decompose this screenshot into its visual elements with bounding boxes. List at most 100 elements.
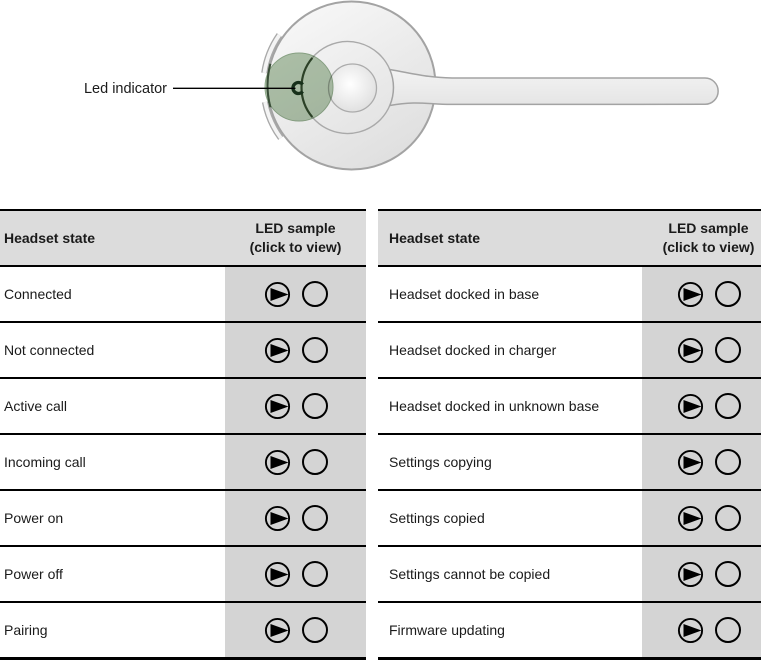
state-cell: Firmware updating	[378, 603, 642, 657]
play-icon	[677, 505, 703, 531]
earcup-edge-dark	[266, 63, 272, 108]
led-sample-cell	[225, 379, 366, 433]
led-sample-circle[interactable]	[714, 449, 741, 475]
table-row: Settings cannot be copied	[378, 547, 761, 603]
table-row: Headset docked in base	[378, 267, 761, 323]
figure-label: Led indicator	[84, 81, 167, 97]
led-sample-circle[interactable]	[301, 449, 328, 475]
header-headset-state: Headset state	[389, 230, 481, 246]
led-sample-cell	[225, 267, 366, 321]
table-header: Headset state LED sample (click to view)	[0, 209, 366, 267]
header-led-sample-line2: (click to view)	[662, 239, 755, 255]
headset-illustration: Led indicator	[84, 0, 719, 171]
state-cell: Not connected	[0, 323, 225, 377]
led-sample-circle[interactable]	[301, 617, 328, 643]
play-icon	[264, 561, 290, 587]
play-button[interactable]	[264, 281, 291, 308]
state-cell: Headset docked in charger	[378, 323, 642, 377]
play-button[interactable]	[264, 337, 291, 364]
state-cell: Headset docked in unknown base	[378, 379, 642, 433]
play-button[interactable]	[264, 561, 291, 588]
led-sample-circle[interactable]	[714, 281, 741, 307]
led-sample-cell	[225, 323, 366, 377]
led-sample-cell	[642, 267, 761, 321]
state-cell: Pairing	[0, 603, 225, 657]
led-sample-circle[interactable]	[301, 281, 328, 307]
play-button[interactable]	[264, 617, 291, 644]
led-sample-cell	[642, 547, 761, 601]
state-cell: Settings copying	[378, 435, 642, 489]
led-sample-cell	[642, 323, 761, 377]
ring-arc-dark	[300, 57, 314, 118]
play-button[interactable]	[677, 337, 704, 364]
play-button[interactable]	[677, 393, 704, 420]
play-icon	[264, 337, 290, 363]
led-sample-cell	[642, 603, 761, 657]
led-sample-circle[interactable]	[714, 505, 741, 531]
header-headset-state: Headset state	[4, 230, 96, 246]
led-glow-area	[264, 52, 334, 122]
table-row: Settings copying	[378, 435, 761, 491]
table-row: Incoming call	[0, 435, 366, 491]
led-sample-circle[interactable]	[301, 337, 328, 363]
state-cell: Settings copied	[378, 491, 642, 545]
play-icon	[677, 337, 703, 363]
state-cell: Incoming call	[0, 435, 225, 489]
play-icon	[677, 281, 703, 307]
headset-speaker	[327, 63, 378, 113]
table-row: Firmware updating	[378, 603, 761, 660]
play-icon	[264, 617, 290, 643]
play-button[interactable]	[677, 449, 704, 476]
headset-boom	[388, 68, 719, 107]
led-sample-cell	[225, 603, 366, 657]
table-header: Headset state LED sample (click to view)	[378, 209, 761, 267]
play-button[interactable]	[677, 617, 704, 644]
play-button[interactable]	[264, 393, 291, 420]
table-row: Power off	[0, 547, 366, 603]
state-cell: Power off	[0, 547, 225, 601]
play-button[interactable]	[264, 449, 291, 476]
table-row: Active call	[0, 379, 366, 435]
headset-state-table-left: Headset state LED sample (click to view)…	[0, 209, 366, 660]
table-row: Connected	[0, 267, 366, 323]
play-button[interactable]	[677, 281, 704, 308]
led-sample-cell	[225, 547, 366, 601]
play-icon	[264, 281, 290, 307]
led-sample-circle[interactable]	[301, 505, 328, 531]
led-sample-cell	[225, 491, 366, 545]
header-led-sample: LED sample (click to view)	[225, 219, 366, 257]
led-sample-cell	[225, 435, 366, 489]
led-sample-circle[interactable]	[714, 561, 741, 587]
led-sample-circle[interactable]	[301, 561, 328, 587]
led-sample-circle[interactable]	[714, 393, 741, 419]
table-row: Not connected	[0, 323, 366, 379]
play-icon	[264, 505, 290, 531]
play-icon	[264, 449, 290, 475]
headset-state-table-right: Headset state LED sample (click to view)…	[378, 209, 761, 660]
earhook-clips-icon	[261, 33, 284, 140]
led-sample-cell	[642, 491, 761, 545]
table-row: Power on	[0, 491, 366, 547]
play-icon	[264, 393, 290, 419]
play-button[interactable]	[677, 561, 704, 588]
table-row: Pairing	[0, 603, 366, 660]
play-icon	[677, 561, 703, 587]
play-icon	[677, 449, 703, 475]
play-button[interactable]	[677, 505, 704, 532]
header-led-sample-line2: (click to view)	[249, 239, 342, 255]
state-cell: Connected	[0, 267, 225, 321]
header-led-sample-line1: LED sample	[668, 220, 749, 236]
table-row: Settings copied	[378, 491, 761, 547]
state-cell: Power on	[0, 491, 225, 545]
led-sample-circle[interactable]	[714, 617, 741, 643]
state-cell: Settings cannot be copied	[378, 547, 642, 601]
led-sample-cell	[642, 379, 761, 433]
led-sample-cell	[642, 435, 761, 489]
state-cell: Headset docked in base	[378, 267, 642, 321]
table-row: Headset docked in charger	[378, 323, 761, 379]
led-sample-circle[interactable]	[301, 393, 328, 419]
play-button[interactable]	[264, 505, 291, 532]
header-led-sample: LED sample (click to view)	[642, 219, 761, 257]
header-led-sample-line1: LED sample	[255, 220, 336, 236]
led-sample-circle[interactable]	[714, 337, 741, 363]
